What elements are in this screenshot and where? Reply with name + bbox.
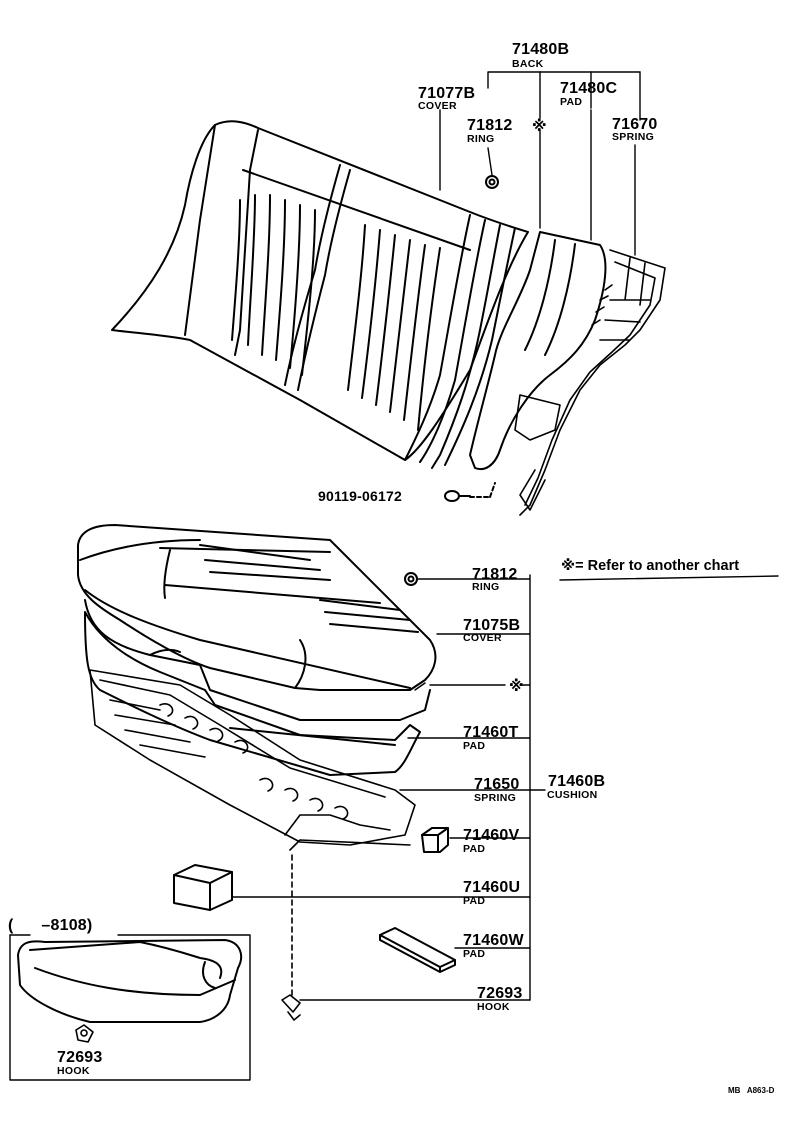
- seat-back-pad: [469, 231, 607, 470]
- inset-hook-drawing: [75, 1024, 94, 1043]
- part-number-90119-06172: 90119-06172: [318, 488, 402, 504]
- part-number-71670: 71670: [612, 116, 658, 133]
- part-number-71460V: 71460V: [463, 827, 520, 844]
- inset-cushion: [17, 939, 243, 1023]
- part-number-71460B: 71460B: [548, 773, 606, 790]
- part-number-71650: 71650: [474, 776, 520, 793]
- part-number-71812-back: 71812: [467, 117, 513, 134]
- seat-back-spring: [514, 249, 666, 516]
- back-leader-lines: [439, 71, 641, 256]
- cushion-hook: [281, 854, 301, 1021]
- part-name-inset-hook: HOOK: [57, 1065, 90, 1077]
- part-number-71480B: 71480B: [512, 41, 570, 58]
- part-name-pad-v: PAD: [463, 843, 486, 855]
- seat-cushion-cover: [77, 524, 437, 721]
- pad-v-block: [421, 827, 449, 853]
- part-name-cushion-cover: COVER: [463, 632, 502, 644]
- inset-date-range: ( –8108): [8, 917, 93, 934]
- part-number-71812-cushion: 71812: [472, 566, 518, 583]
- seat-cushion-spring: [89, 669, 416, 851]
- part-number-72693: 72693: [477, 985, 523, 1002]
- part-number-71075B: 71075B: [463, 617, 521, 634]
- part-name-hook: HOOK: [477, 1001, 510, 1013]
- part-number-71460W: 71460W: [463, 932, 524, 949]
- part-name-cushion-pad: PAD: [463, 740, 486, 752]
- pad-u-block: [173, 864, 233, 911]
- cushion-ring: [404, 572, 418, 586]
- part-number-71077B: 71077B: [418, 85, 476, 102]
- part-name-back-ring: RING: [467, 133, 495, 145]
- footer-code: MB A863-D: [728, 1086, 775, 1095]
- legend-underline: [559, 575, 779, 581]
- back-refer-symbol: ※: [532, 117, 547, 135]
- bolt-90119: [444, 482, 496, 502]
- seat-back-ring: [485, 175, 499, 189]
- cushion-refer-symbol: ※: [509, 677, 524, 695]
- part-number-71480C: 71480C: [560, 80, 618, 97]
- legend-refer-another-chart: ※= Refer to another chart: [561, 558, 740, 574]
- part-name-back-spring: SPRING: [612, 131, 655, 143]
- part-name-pad-w: PAD: [463, 948, 486, 960]
- part-name-back: BACK: [512, 58, 544, 70]
- cushion-leader-lines: [231, 574, 546, 1001]
- part-number-72693-inset: 72693: [57, 1049, 103, 1066]
- part-name-cushion: CUSHION: [547, 789, 598, 801]
- part-name-cushion-spring: SPRING: [474, 792, 517, 804]
- part-number-71460T: 71460T: [463, 724, 519, 741]
- pad-w-strip: [379, 927, 456, 973]
- part-number-71460U: 71460U: [463, 879, 521, 896]
- seat-back-cover: [111, 120, 529, 469]
- part-name-cushion-ring: RING: [472, 581, 500, 593]
- inset-box: [9, 934, 251, 1081]
- part-name-back-pad: PAD: [560, 96, 583, 108]
- seat-cushion-pad: [84, 611, 421, 776]
- part-name-back-cover: COVER: [418, 100, 457, 112]
- part-name-pad-u: PAD: [463, 895, 486, 907]
